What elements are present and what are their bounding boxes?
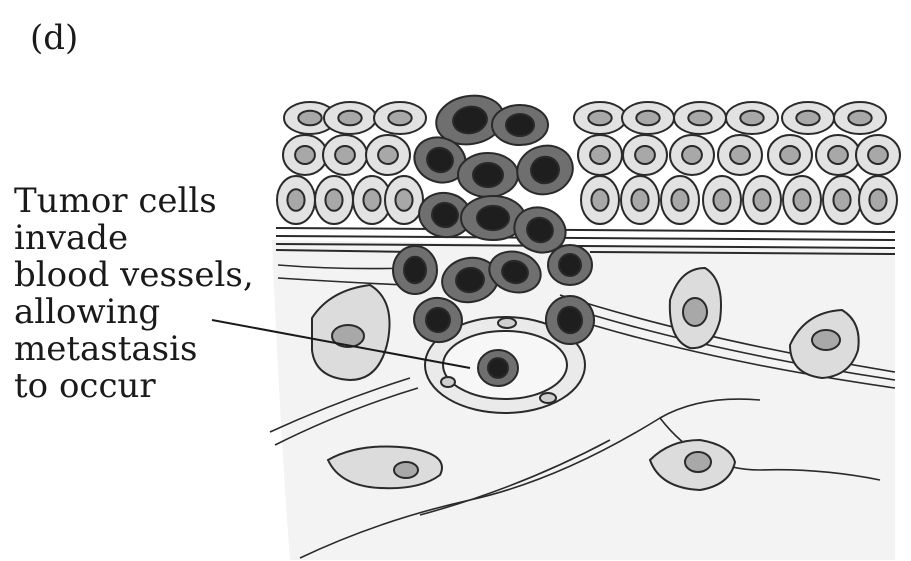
epithelial-nucleus bbox=[363, 189, 380, 211]
endothelial-nucleus bbox=[498, 318, 516, 328]
epithelial-nucleus bbox=[793, 189, 810, 211]
epithelial-nucleus bbox=[833, 189, 850, 211]
epithelium-bottom-row bbox=[277, 176, 897, 224]
epithelial-nucleus bbox=[635, 146, 655, 164]
endothelial-nucleus bbox=[540, 393, 556, 403]
epithelium-top-row bbox=[284, 102, 886, 134]
epithelial-nucleus bbox=[298, 111, 321, 125]
epithelial-nucleus bbox=[631, 189, 648, 211]
epithelial-nucleus bbox=[828, 146, 848, 164]
epithelial-nucleus bbox=[590, 146, 610, 164]
epithelial-nucleus bbox=[388, 111, 411, 125]
epithelial-nucleus bbox=[335, 146, 355, 164]
fibroblast-nucleus bbox=[812, 330, 840, 350]
tumor-nucleus bbox=[559, 254, 581, 276]
epithelial-nucleus bbox=[869, 189, 886, 211]
epithelial-nucleus bbox=[796, 111, 819, 125]
tumor-nucleus bbox=[477, 206, 509, 230]
tumor-nucleus bbox=[506, 114, 534, 136]
epithelial-nucleus bbox=[395, 189, 412, 211]
tumor-nucleus bbox=[404, 257, 426, 283]
epithelial-nucleus bbox=[591, 189, 608, 211]
epithelial-nucleus bbox=[868, 146, 888, 164]
epithelial-nucleus bbox=[338, 111, 361, 125]
fibroblast-nucleus bbox=[394, 462, 418, 478]
epithelial-nucleus bbox=[671, 189, 688, 211]
epithelial-nucleus bbox=[753, 189, 770, 211]
epithelial-nucleus bbox=[636, 111, 659, 125]
epithelial-nucleus bbox=[325, 189, 342, 211]
epithelial-nucleus bbox=[740, 111, 763, 125]
epithelial-nucleus bbox=[780, 146, 800, 164]
epithelial-nucleus bbox=[848, 111, 871, 125]
endothelial-nucleus bbox=[441, 377, 455, 387]
epithelial-nucleus bbox=[682, 146, 702, 164]
epithelial-nucleus bbox=[730, 146, 750, 164]
epithelial-nucleus bbox=[688, 111, 711, 125]
epithelial-nucleus bbox=[378, 146, 398, 164]
epithelial-nucleus bbox=[295, 146, 315, 164]
fibroblast-nucleus bbox=[683, 298, 707, 326]
epithelial-nucleus bbox=[588, 111, 611, 125]
epithelial-nucleus bbox=[713, 189, 730, 211]
tumor-nucleus bbox=[488, 358, 508, 378]
epithelium-middle-row bbox=[283, 135, 900, 175]
epithelial-nucleus bbox=[287, 189, 304, 211]
tumor-nucleus bbox=[473, 163, 503, 187]
fibroblast-nucleus bbox=[685, 452, 711, 472]
